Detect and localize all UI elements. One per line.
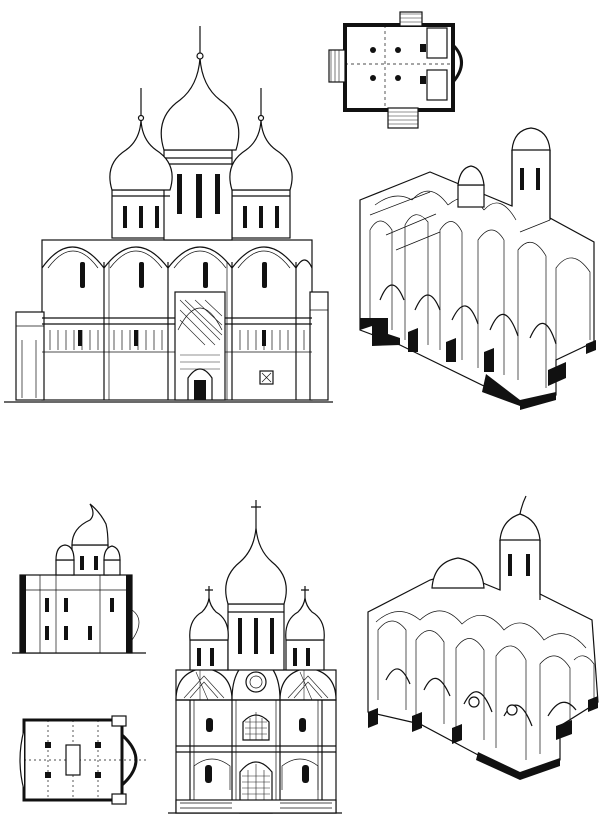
- middle-register: [206, 712, 306, 741]
- church-plan-small: [19, 715, 146, 805]
- plan-piers: [370, 44, 426, 84]
- cut-section-walls: [360, 318, 596, 410]
- annex-right: [309, 291, 329, 401]
- belt-windows: [78, 330, 266, 346]
- cathedral-axonometric-2: [367, 495, 599, 780]
- crosses: [205, 500, 309, 598]
- annex-left: [15, 311, 45, 401]
- cathedral-plan-1: [328, 11, 463, 129]
- cathedral-axonometric-1: [359, 127, 596, 410]
- church-section-small: [12, 503, 146, 654]
- central-portal: [174, 291, 226, 401]
- cathedral-elevation-2: [168, 500, 342, 814]
- cut-section-walls-2: [368, 696, 598, 780]
- cathedral-elevation-1: [4, 26, 333, 403]
- onion-domes: [109, 26, 293, 191]
- drums: [111, 149, 291, 241]
- upper-windows: [80, 262, 267, 288]
